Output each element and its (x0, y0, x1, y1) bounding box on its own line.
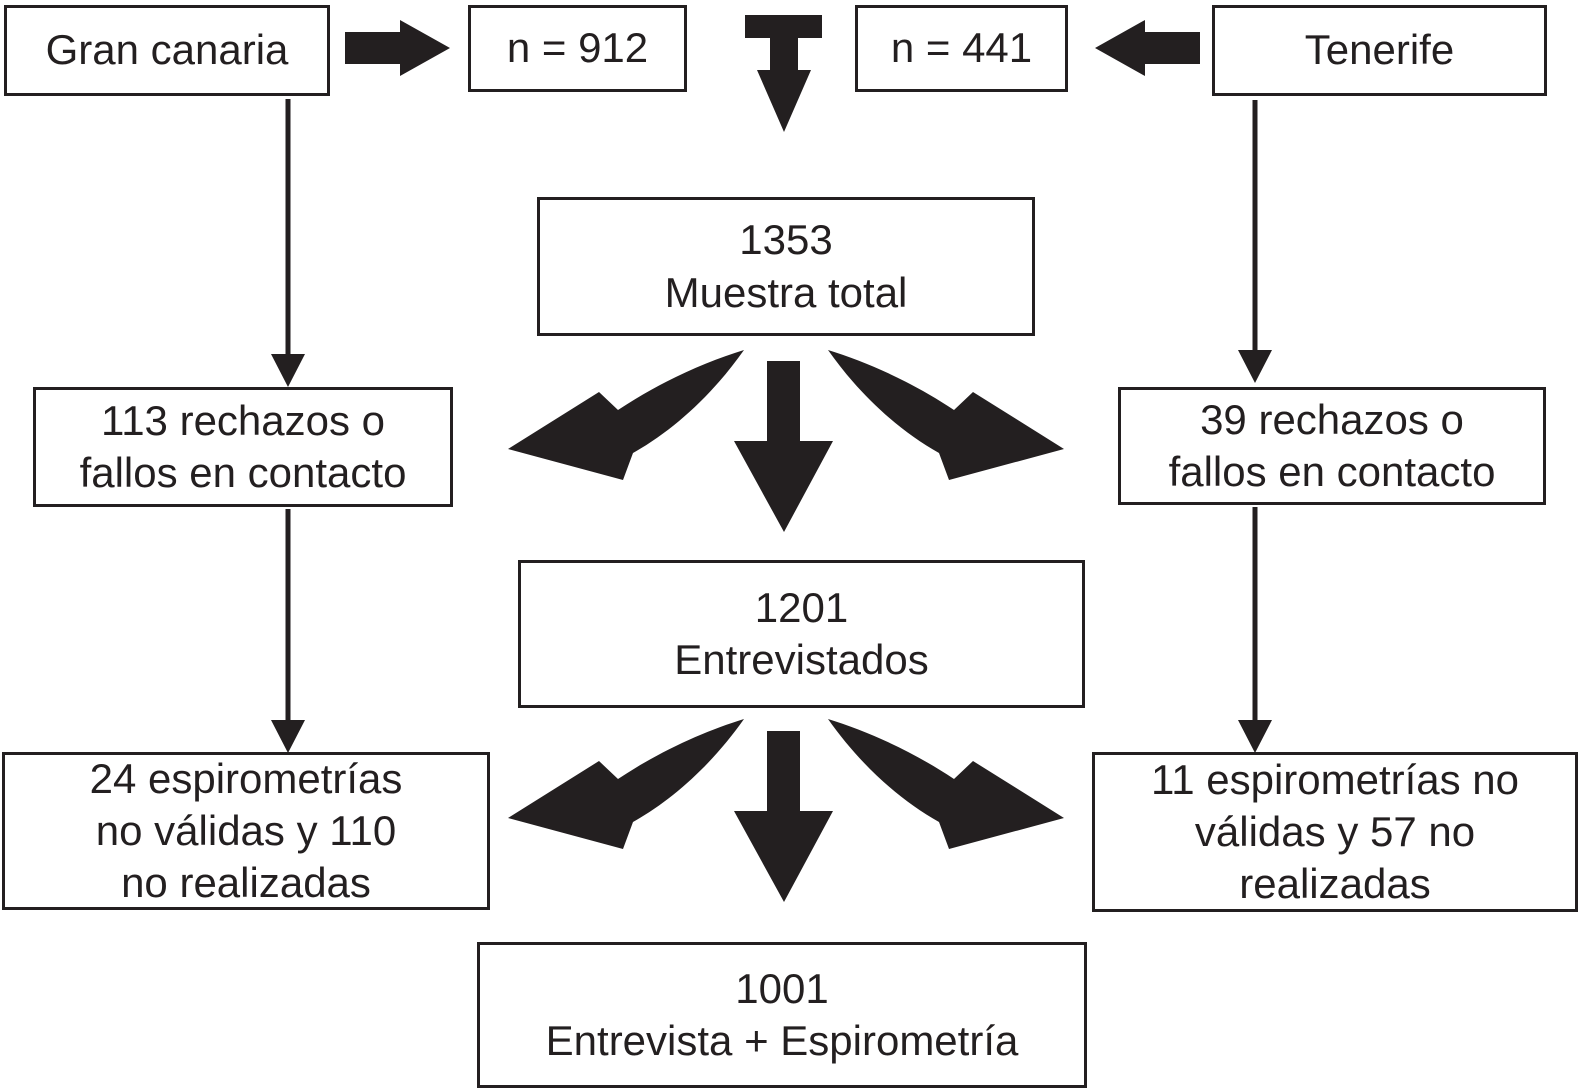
box-entrevista-espirometria: 1001 Entrevista + Espirometría (477, 942, 1087, 1088)
box-line: válidas y 57 no (1194, 807, 1476, 855)
box-entrevistados: 1201 Entrevistados (518, 560, 1085, 708)
box-line: 24 espirometrías (89, 754, 403, 802)
box-line: 1353 (739, 216, 833, 264)
arrow-muestra-to-rechazos-right (828, 350, 1064, 480)
box-line: Tenerife (1304, 26, 1455, 74)
box-line: 11 espirometrías no (1150, 755, 1520, 803)
box-line: no válidas y 110 (95, 806, 397, 854)
box-line: Entrevista + Espirometría (545, 1017, 1019, 1064)
box-rechazos-tenerife: 39 rechazos o fallos en contacto (1118, 387, 1546, 505)
box-espirometrias-gran-canaria: 24 espirometrías no válidas y 110 no rea… (2, 752, 490, 910)
connector-tenerife-to-rechazos (1238, 100, 1272, 383)
box-line: no realizadas (121, 859, 371, 907)
arrow-muestra-to-entrevistados (734, 361, 833, 532)
box-espirometrias-tenerife: 11 espirometrías no válidas y 57 no real… (1092, 752, 1578, 912)
box-line: 39 rechazos o (1200, 395, 1464, 443)
box-line: Gran canaria (45, 26, 289, 74)
box-rechazos-gran-canaria: 113 rechazos o fallos en contacto (33, 387, 453, 507)
box-line: n = 441 (890, 24, 1033, 72)
connector-rechazos-tf-to-espirometrias (1238, 507, 1272, 753)
box-line: 1201 (754, 583, 849, 631)
arrow-entrevistados-to-espirometrias-right (828, 719, 1064, 849)
box-n441: n = 441 (855, 5, 1068, 92)
connector-rechazos-gc-to-espirometrias (271, 509, 305, 753)
box-gran-canaria: Gran canaria (4, 5, 330, 96)
connector-gran-canaria-to-rechazos (271, 99, 305, 387)
arrow-entrevistados-to-final (734, 731, 833, 902)
box-line: Muestra total (664, 268, 908, 316)
arrow-gran-canaria-to-n912 (345, 20, 450, 76)
box-line: 1001 (735, 964, 829, 1012)
box-line: realizadas (1239, 860, 1431, 908)
box-line: Entrevistados (674, 636, 929, 683)
box-line: n = 912 (506, 24, 649, 72)
arrow-entrevistados-to-espirometrias-left (508, 719, 744, 849)
arrow-muestra-to-rechazos-left (508, 350, 744, 480)
box-line: 113 rechazos o (100, 396, 386, 444)
arrow-tenerife-to-n441 (1095, 20, 1200, 76)
box-line: fallos en contacto (1168, 448, 1496, 495)
box-line: fallos en contacto (79, 449, 407, 496)
arrow-merge-to-muestra-total (745, 15, 822, 132)
box-n912: n = 912 (468, 5, 687, 92)
box-tenerife: Tenerife (1212, 5, 1547, 96)
box-muestra-total: 1353 Muestra total (537, 197, 1035, 336)
